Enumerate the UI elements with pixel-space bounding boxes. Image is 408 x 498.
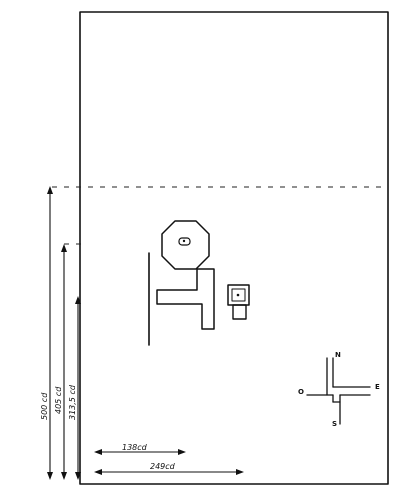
dim-label-249: 249cd [150, 462, 176, 471]
dim-arrow-500-top [47, 186, 53, 194]
small-square-inner [231, 288, 246, 302]
compass-north: N [335, 351, 341, 359]
octagon-center-dot [182, 239, 186, 243]
dim-label-405: 405 cd [54, 386, 63, 414]
compass-south: S [332, 420, 337, 428]
small-square-annex [232, 304, 247, 320]
dim-arrow-313-top [75, 296, 81, 304]
compass-rose [306, 357, 371, 425]
octagon-center-mark [178, 237, 191, 246]
dim-label-500: 500 cd [40, 392, 49, 420]
dim-arrow-405-top [61, 244, 67, 252]
octagon-structure [161, 220, 210, 270]
compass-east: E [375, 383, 380, 391]
dim-arrow-249-right [236, 469, 244, 475]
t-shaped-building [156, 268, 215, 330]
dim-label-138: 138cd [122, 443, 148, 452]
dim-arrow-313-bottom [75, 472, 81, 480]
dim-arrow-249-left [94, 469, 102, 475]
dim-label-313: 313,5 cd [68, 384, 77, 420]
dim-arrow-405-bottom [61, 472, 67, 480]
dim-arrow-500-bottom [47, 472, 53, 480]
dim-arrow-138-left [94, 449, 102, 455]
compass-west: O [298, 388, 304, 396]
site-boundary [79, 11, 389, 485]
small-square-dot [236, 293, 240, 297]
dim-arrow-138-right [178, 449, 186, 455]
